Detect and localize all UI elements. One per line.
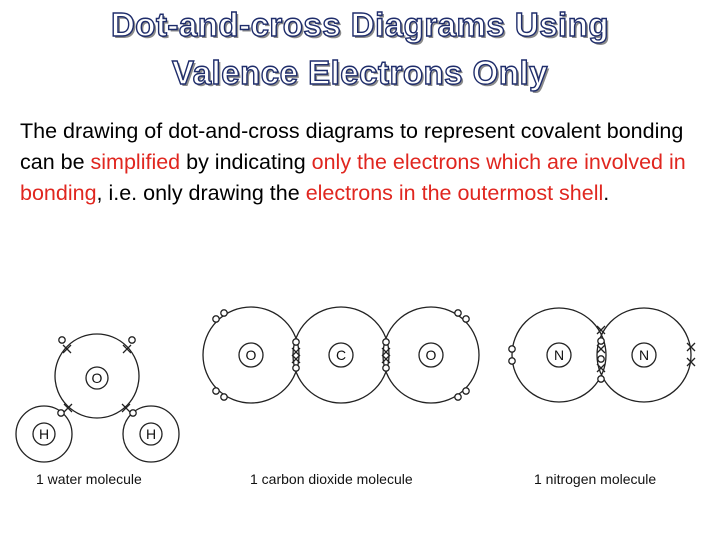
carbon-dioxide-molecule bbox=[202, 306, 480, 404]
caption-nitrogen: 1 nitrogen molecule bbox=[534, 471, 656, 487]
highlighted-text: simplified bbox=[90, 150, 181, 174]
nitrogen-shell-left bbox=[511, 307, 607, 403]
oxygen-nucleus-right bbox=[418, 342, 444, 368]
electron-cross bbox=[121, 403, 131, 413]
nitrogen-molecule bbox=[508, 307, 696, 403]
nitrogen-nucleus-left bbox=[546, 342, 572, 368]
atom-symbol-c: C bbox=[336, 347, 346, 363]
electron-dot bbox=[129, 409, 137, 417]
nitrogen-nucleus-right bbox=[631, 342, 657, 368]
atom-symbols: O H H O C O N N bbox=[39, 347, 649, 442]
electron-dot bbox=[57, 409, 65, 417]
hydrogen-shell-right bbox=[122, 405, 180, 463]
caption-water: 1 water molecule bbox=[36, 471, 142, 487]
atom-symbol-o: O bbox=[92, 370, 103, 386]
paragraph-text: . bbox=[603, 181, 610, 205]
hydrogen-nucleus-left bbox=[32, 422, 56, 446]
highlighted-text: only the electrons which are involved in… bbox=[20, 150, 686, 205]
atom-symbol-h: H bbox=[39, 426, 49, 442]
electron-cross bbox=[62, 344, 72, 354]
carbon-nucleus bbox=[328, 342, 354, 368]
atom-symbol-h: H bbox=[146, 426, 156, 442]
title-line-2: Valence Electrons Only bbox=[171, 53, 548, 91]
oxygen-shell bbox=[54, 333, 140, 419]
water-molecule bbox=[15, 333, 180, 463]
atom-symbol-n: N bbox=[554, 347, 564, 363]
nitrogen-shell-right bbox=[596, 307, 692, 403]
highlighted-text: electrons in the outermost shell bbox=[305, 181, 604, 205]
atom-symbol-n: N bbox=[639, 347, 649, 363]
caption-carbon-dioxide: 1 carbon dioxide molecule bbox=[250, 471, 413, 487]
hydrogen-shell-left bbox=[15, 405, 73, 463]
electron-dot bbox=[58, 336, 66, 344]
hydrogen-nucleus-right bbox=[139, 422, 163, 446]
paragraph-text: , i.e. only drawing the bbox=[96, 181, 306, 205]
paragraph-text: by indicating bbox=[180, 150, 312, 174]
electron-dot bbox=[128, 336, 136, 344]
description-paragraph: The drawing of dot-and-cross diagrams to… bbox=[20, 116, 710, 209]
atom-symbol-o: O bbox=[426, 347, 437, 363]
electron-cross bbox=[63, 403, 73, 413]
atom-symbol-o: O bbox=[246, 347, 257, 363]
paragraph-text: The drawing of dot-and-cross diagrams to… bbox=[20, 119, 684, 174]
oxygen-nucleus bbox=[85, 366, 109, 390]
oxygen-nucleus-left bbox=[238, 342, 264, 368]
electron-cross bbox=[122, 344, 132, 354]
title-line-1: Dot-and-cross Diagrams Using bbox=[110, 5, 610, 43]
